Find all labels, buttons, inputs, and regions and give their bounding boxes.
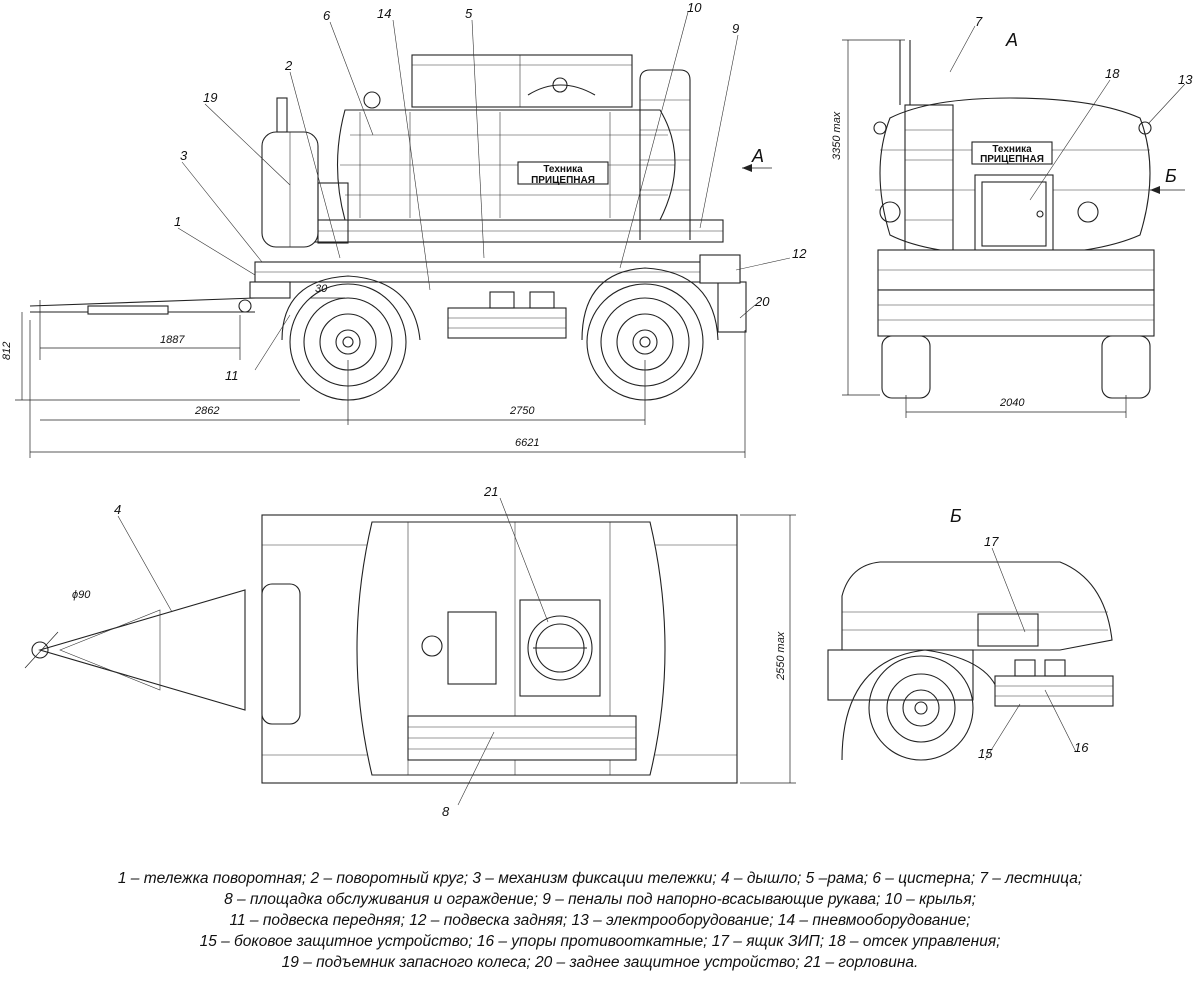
callout-9: 9 xyxy=(732,21,739,36)
callout-19: 19 xyxy=(203,90,217,105)
side-box xyxy=(447,291,567,339)
front-logo-bottom: ПРИЦЕПНАЯ xyxy=(980,154,1044,165)
callout-3: 3 xyxy=(180,148,188,163)
side-logo: Техника ПРИЦЕПНАЯ xyxy=(517,161,609,186)
legend-line-2: 8 – площадка обслуживания и ограждение; … xyxy=(224,891,976,908)
callout-8: 8 xyxy=(442,804,450,819)
side-rear-guard xyxy=(699,254,747,333)
callout-5: 5 xyxy=(465,6,473,21)
callout-13: 13 xyxy=(1178,72,1193,87)
dim-2750: 2750 xyxy=(509,405,535,417)
view-b-title: Б xyxy=(950,506,962,526)
callout-17: 17 xyxy=(984,534,999,549)
top-dimensions: 2550 max ϕ90 4 21 8 xyxy=(24,484,796,819)
callout-16: 16 xyxy=(1074,740,1089,755)
view-a-arrow: А xyxy=(742,146,772,172)
side-view: Техника ПРИЦЕПНАЯ xyxy=(29,54,772,401)
callout-15: 15 xyxy=(978,746,993,761)
side-logo-bottom: ПРИЦЕПНАЯ xyxy=(531,175,595,186)
legend-line-1: 1 – тележка поворотная; 2 – поворотный к… xyxy=(117,870,1083,887)
side-tank xyxy=(337,91,676,221)
dim-30: 30 xyxy=(315,283,328,295)
side-drawbar xyxy=(29,297,256,315)
legend-line-4: 15 – боковое защитное устройство; 16 – у… xyxy=(199,933,1001,950)
side-spare-wheel xyxy=(261,97,349,248)
side-callouts: 19 3 1 2 6 14 5 10 9 12 20 11 xyxy=(174,0,807,383)
view-a-arrow-label: А xyxy=(751,146,764,166)
callout-11: 11 xyxy=(225,368,239,383)
rear-view: Б xyxy=(827,506,1114,761)
dim-90: ϕ90 xyxy=(72,589,91,601)
callout-20: 20 xyxy=(754,294,770,309)
side-dimensions: 1887 812 2862 2750 6621 30 xyxy=(1,283,746,458)
front-view: Техника ПРИЦЕПНАЯ А Б xyxy=(873,30,1185,399)
callout-18: 18 xyxy=(1105,66,1120,81)
top-view xyxy=(31,514,738,784)
legend-line-3: 11 – подвеска передняя; 12 – подвеска за… xyxy=(229,912,971,929)
side-railing xyxy=(411,54,633,108)
dim-2550: 2550 max xyxy=(775,631,787,681)
side-rear-wheel xyxy=(581,267,719,401)
front-dimensions: 3350 max 2040 7 18 13 xyxy=(831,14,1193,418)
dim-2862: 2862 xyxy=(194,405,219,417)
callout-6: 6 xyxy=(323,8,331,23)
callout-4: 4 xyxy=(114,502,121,517)
side-ladder xyxy=(639,69,691,240)
dim-812: 812 xyxy=(1,342,13,360)
rear-callouts: 17 15 16 xyxy=(978,534,1089,761)
callout-2: 2 xyxy=(284,58,293,73)
callout-12: 12 xyxy=(792,246,807,261)
technical-drawing: Техника ПРИЦЕПНАЯ xyxy=(1,0,1193,819)
callout-10: 10 xyxy=(687,0,702,15)
view-b-arrow-label: Б xyxy=(1165,166,1177,186)
side-front-wheel xyxy=(281,275,421,401)
side-logo-top: Техника xyxy=(543,164,583,175)
callout-1: 1 xyxy=(174,214,181,229)
side-frame xyxy=(249,219,741,299)
dim-1887: 1887 xyxy=(160,334,185,346)
legend-line-5: 19 – подъемник запасного колеса; 20 – за… xyxy=(281,954,919,971)
dim-2040: 2040 xyxy=(999,397,1025,409)
callout-7: 7 xyxy=(975,14,983,29)
view-a-top-label: А xyxy=(1005,30,1018,50)
legend: 1 – тележка поворотная; 2 – поворотный к… xyxy=(0,868,1200,973)
front-logo-top: Техника xyxy=(992,144,1032,155)
callout-21: 21 xyxy=(483,484,498,499)
callout-14: 14 xyxy=(377,6,391,21)
dim-3350: 3350 max xyxy=(831,111,843,160)
dim-6621: 6621 xyxy=(515,437,539,449)
